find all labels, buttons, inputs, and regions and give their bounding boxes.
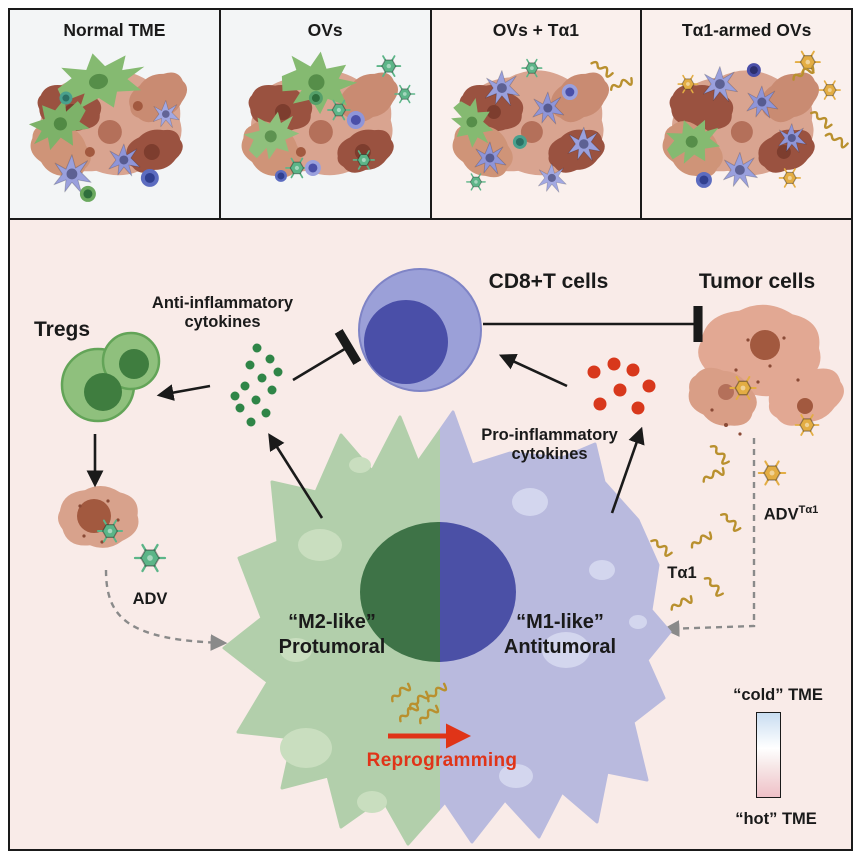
tme-illustration-ovs-ta1: [441, 57, 635, 193]
legend-gradient-bar: [756, 712, 781, 798]
m1-label: “M1-like” Antitumoral: [503, 611, 617, 658]
tregs-label: Tregs: [33, 318, 91, 341]
immune-cells: [59, 91, 159, 202]
adv-label: ADV: [132, 590, 168, 608]
ta1-label: Tα1: [667, 564, 697, 582]
top-panels-row: Normal TME: [10, 10, 851, 220]
ta1-peptides-trail: [649, 442, 743, 613]
arrow-m1-to-cytokines: [610, 426, 645, 514]
m2-label: “M2-like” Protumoral: [278, 611, 386, 658]
anti-inflammatory-label: Anti-inflammatory cytokines: [151, 294, 294, 332]
arrow-m2-to-cytokines: [268, 433, 324, 519]
immune-cells: [274, 91, 365, 182]
inhibit-cytokines-to-cd8: [292, 329, 362, 382]
pro-inflammatory-cytokine-dots: [587, 357, 656, 415]
macrophage-cell: [222, 410, 672, 846]
panel-normal-tme: Normal TME: [10, 10, 219, 218]
tregs-cells: [60, 331, 161, 423]
ta1-armed-virus-icon: [757, 460, 787, 486]
adv-ta1-label: ADVTα1: [763, 504, 819, 524]
legend-hot-label: “hot” TME: [735, 810, 817, 828]
vacuoles: [280, 457, 647, 813]
legend-cold-label: “cold” TME: [733, 686, 823, 704]
panel-title-ovs-ta1: OVs + Tα1: [492, 20, 579, 40]
tumor-cells-label: Tumor cells: [698, 270, 816, 293]
adv-infected-cell: [58, 486, 139, 548]
dashed-arrow-adv-to-m2: [104, 569, 228, 651]
immune-cells: [512, 84, 578, 149]
main-diagram: Tregs Anti-inflammatory cytokines CD8+T …: [10, 220, 851, 849]
tumor-mass: [441, 62, 617, 189]
cd8-t-cell: [358, 268, 482, 392]
tme-illustration-ovs: [230, 46, 416, 189]
panel-ta1-armed-ovs: Tα1-armed OVs: [640, 10, 851, 218]
macrophage-nucleus-m1: [440, 522, 516, 662]
m2-half: [222, 415, 440, 846]
arrow-cytokines-to-tregs: [156, 384, 211, 401]
m1-half: [440, 410, 672, 844]
adv-virus-icon: [133, 543, 167, 573]
anti-inflammatory-cytokine-dots: [230, 343, 283, 427]
panel-ovs-ta1: OVs + Tα1: [429, 10, 641, 218]
panel-title-ovs: OVs: [307, 20, 343, 40]
pro-inflammatory-label: Pro-inflammatory cytokines: [481, 426, 618, 464]
diagram-artwork: [58, 268, 851, 846]
dashed-arrow-tumor-to-m1: [662, 438, 756, 637]
tumor-cells-cluster: [677, 304, 851, 438]
tme-illustration-normal: [19, 43, 195, 202]
cd8-t-cells-label: CD8+T cells: [488, 270, 609, 293]
arrow-cytokines-to-cd8: [498, 353, 568, 388]
reprogramming-label: Reprogramming: [366, 750, 518, 771]
panel-title-ta1-armed-ovs: Tα1-armed OVs: [681, 20, 812, 40]
figure-frame: Normal TME: [8, 8, 853, 851]
immune-cells: [696, 63, 762, 188]
macrophage-nucleus-m2: [360, 522, 440, 662]
panel-ovs: OVs: [218, 10, 430, 218]
panel-title-normal-tme: Normal TME: [63, 20, 166, 40]
tme-illustration-ta1-armed: [652, 50, 850, 189]
